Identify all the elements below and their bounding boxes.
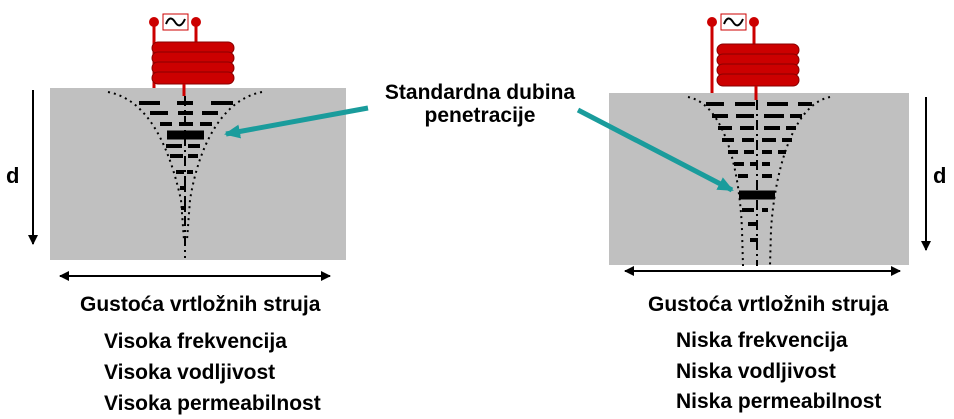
right-eddy-current-pattern xyxy=(687,96,831,267)
right-width-caption: Gustoća vrtložnih struja xyxy=(648,293,889,316)
right-panel xyxy=(609,13,931,276)
annotation-label: Standardna dubina penetracije xyxy=(362,82,598,126)
left-coil-icon xyxy=(149,13,235,96)
left-eddy-current-pattern xyxy=(107,91,263,258)
left-condition-conductivity: Visoka vodljivost xyxy=(104,361,276,384)
right-coil-icon xyxy=(707,13,800,100)
right-condition-permeability: Niska permeabilnost xyxy=(676,390,882,413)
annotation-line-2: penetracije xyxy=(424,104,536,127)
right-depth-label: d xyxy=(933,163,947,188)
left-condition-frequency: Visoka frekvencija xyxy=(104,330,287,353)
left-material-block xyxy=(50,88,346,260)
annotation-arrow-right xyxy=(576,107,734,193)
left-condition-permeability: Visoka permeabilnost xyxy=(104,392,321,415)
left-depth-label: d xyxy=(6,163,20,188)
left-panel xyxy=(28,13,346,281)
annotation-line-1: Standardna dubina xyxy=(384,81,576,104)
annotation-arrow-left xyxy=(224,105,369,139)
right-condition-conductivity: Niska vodljivost xyxy=(676,360,836,383)
right-material-block xyxy=(609,93,909,265)
left-width-caption: Gustoća vrtložnih struja xyxy=(80,293,321,316)
right-condition-frequency: Niska frekvencija xyxy=(676,329,848,352)
